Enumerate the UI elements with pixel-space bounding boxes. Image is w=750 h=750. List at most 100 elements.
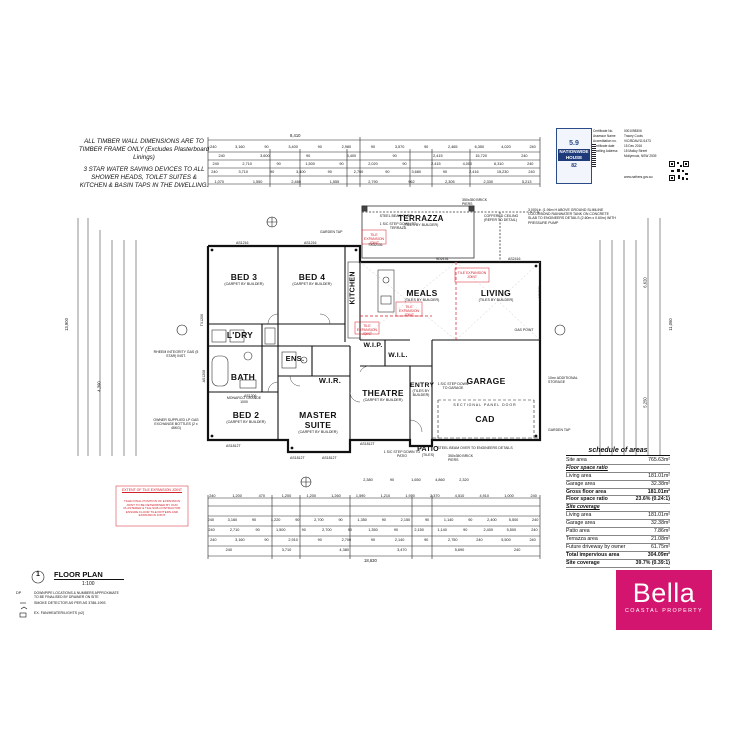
room-master-name: MASTER SUITE [299,410,337,430]
dim-value: 5,500 [506,528,517,532]
dim-value: 90 [389,478,395,482]
room-kitchen: KITCHEN [350,271,357,304]
room-garage: GARAGE [456,376,516,386]
window-tag: AS1812T [360,442,375,446]
window-tag: TXD2131 [368,243,383,247]
dim-value: 4,910 [479,494,490,498]
schedule-row: Floor space ratio [566,465,670,473]
steel-beam-note: STEEL BEAM OVER [379,214,413,218]
schedule-row-label: Site coverage [566,504,600,511]
room-wip: W.I.P. [360,342,386,349]
dim-value: 3,680 [411,170,421,174]
window-tag: SD2131 [436,257,449,261]
dim-value: 90 [295,518,300,522]
room-bed4: BED 4 (CARPET BY BUILDER) [282,272,342,286]
dim-value: 3,400 [296,170,306,174]
room-living-name: LIVING [480,288,512,298]
dim-value: 1,590 [355,494,366,498]
dim-value: 90 [468,518,473,522]
dim-right-total: 11,060 [667,318,673,331]
dim-value: 2,400 [487,518,497,522]
dim-value: 1,970 [405,494,415,498]
room-bath-name: BATH [230,372,256,382]
room-bed4-finish: (CARPET BY BUILDER) [292,282,332,286]
dim-value: 2,710 [242,162,252,166]
cert-values: 0001098306 Tracey Coots VIC/BDAV/11/1473… [624,129,662,159]
dim-value: 3,400 [346,154,357,158]
dim-value: 90 [251,518,257,522]
dim-value: 90 [442,170,448,174]
dim-value: 2,790 [368,180,378,184]
legend-dp-text: DOWNPIPE LOCATIONS & NUMBERS APPROXIMATE… [34,591,119,599]
barcode-icon [592,144,596,168]
schedule-row-value: 765.63m² [648,456,670,463]
dim-value: 1,500 [305,162,315,166]
bella-logo-tag: COASTAL PROPERTY [624,608,704,614]
dim-value: 240 [225,548,232,552]
dim-value: 90 [393,528,399,532]
room-patio-name: PATIO [417,446,439,453]
window-tag: AS1812T [322,456,337,460]
dim-value: 4,510 [454,494,465,498]
dim-value: 1,200 [281,494,292,498]
dim-value: 5,500 [508,518,519,522]
dim-value: 4,020 [501,145,511,149]
cert-label: Certificate date [593,144,615,148]
cert-value: VIC/BDAV/11/1473 [624,139,651,143]
room-patio: PATIO (TILES) [408,446,448,457]
room-garage-name: GARAGE [466,376,506,386]
window-tag: AS1206 [244,394,257,398]
schedule-row-label: Gross floor area [566,488,607,495]
room-bed2: BED 2 (CARPET BY BUILDER) [216,410,276,424]
room-master-finish: (CARPET BY BUILDER) [298,430,338,434]
room-terrazza: TERRAZZA (TILES BY BUILDER) [386,214,456,227]
dim-value: 90 [317,538,322,542]
bella-logo: Bella COASTAL PROPERTY [616,570,712,630]
schedule-row-value: 32.38m² [650,480,670,487]
dim-value: 90 [255,528,260,532]
room-living-finish: (TILES BY BUILDER) [478,298,514,302]
dim-value: 1,350 [368,528,378,532]
dim-value: 2,415 [433,154,443,158]
room-meals-name: MEALS [406,288,438,298]
timber-note: ALL TIMBER WALL DIMENSIONS ARE TO TIMBER… [78,138,210,161]
room-living: LIVING (TILES BY BUILDER) [466,288,526,302]
tank-note: 3,000Ltr. (1.96m H ABOVE GROUND SLIMLINE… [528,208,616,225]
house-badge-label: NATIONWIDE HOUSE [558,149,590,161]
dim-value: 240 [530,494,537,498]
dim-value: 2,150 [414,528,424,532]
dim-value: 3,570 [394,145,405,149]
dim-value: 240 [532,518,539,522]
window-tag: TX1206 [200,313,205,327]
room-wip-name: W.I.P. [363,342,383,349]
plan-number: 1 [36,571,40,578]
room-cad-name: CAD [475,414,495,424]
dim-value: 90 [327,170,332,174]
cert-labels: Certificate No. Assessor Name Accreditat… [593,129,625,154]
dim-value: 90 [370,145,376,149]
window-tag: AS1812T [290,456,305,460]
schedule-row-label: Living area [566,512,592,519]
dim-value: 2,305 [445,180,455,184]
nathers-badge: 5.9 NATIONWIDE HOUSE 82 [556,128,592,184]
dim-value: 90 [347,528,353,532]
room-bed3-name: BED 3 [230,272,258,282]
tile-joint-label-1: TILE EXPANSION JOINT [457,271,487,280]
cert-value: 15 Malloy Street Mollymook, NSW 2539 [624,149,657,158]
room-entry-finish: (TILES BY BUILDER) [412,389,430,398]
room-laundry: L'DRY [220,330,260,340]
room-meals-finish: (TILES BY BUILDER) [404,298,440,302]
cert-label: Accreditation no. [593,139,617,143]
dim-value: 6,350 [474,145,485,149]
window-tag: AS1506 [538,285,543,299]
steel-beam-engineer-note: STEEL BEAM OVER TO ENGINEERS DETAILS [437,446,513,450]
water-saving-note: 3 STAR WATER SAVING DEVICES TO ALL SHOWE… [79,166,209,189]
